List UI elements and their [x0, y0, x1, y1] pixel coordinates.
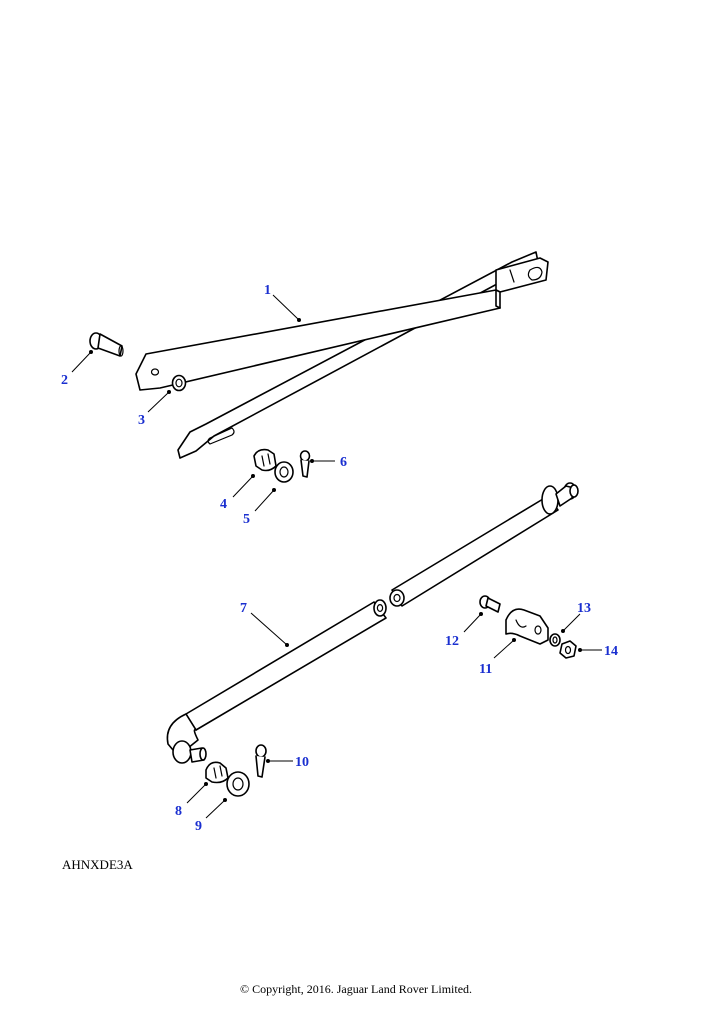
clevis-clip-part: [205, 761, 229, 784]
nut-part: [559, 640, 577, 659]
callout-3: 3: [138, 413, 145, 428]
washer-part: [274, 461, 294, 483]
callout-leaders: [71, 294, 602, 819]
callout-13: 13: [577, 601, 591, 616]
copyright-notice: © Copyright, 2016. Jaguar Land Rover Lim…: [239, 982, 473, 996]
callout-4: 4: [220, 497, 227, 512]
callout-14: 14: [604, 644, 618, 659]
callout-2: 2: [61, 373, 68, 388]
washer-part: [549, 633, 561, 647]
bolt-part: [89, 332, 124, 357]
callout-1: 1: [264, 283, 271, 298]
diagram-reference-code: AHNXDE3A: [62, 857, 133, 872]
washer-part: [226, 771, 250, 797]
bolt-part: [479, 595, 501, 613]
callout-12: 12: [445, 634, 459, 649]
split-pin-part: [299, 450, 311, 478]
callout-6: 6: [340, 455, 347, 470]
callout-8: 8: [175, 804, 182, 819]
washer-part: [171, 374, 187, 392]
callout-7: 7: [240, 601, 247, 616]
callout-11: 11: [479, 662, 492, 677]
callout-9: 9: [195, 819, 202, 834]
callout-10: 10: [295, 755, 309, 770]
support-bracket-part: [505, 608, 549, 645]
split-pin-part: [255, 744, 267, 778]
clevis-clip-part: [253, 448, 277, 472]
cross-shaft-part: [166, 482, 579, 764]
a-frame-drawbar-part: [135, 251, 549, 459]
callout-5: 5: [243, 512, 250, 527]
